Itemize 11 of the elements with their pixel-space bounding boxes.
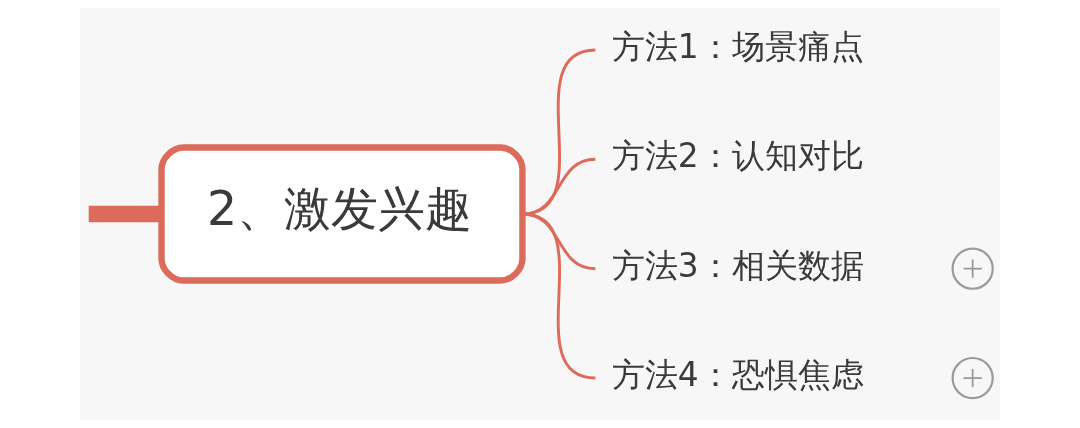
connector xyxy=(522,212,596,380)
node-text: 方法1：场景痛点 xyxy=(611,27,864,66)
node-circle xyxy=(951,247,994,290)
node-circle xyxy=(951,356,994,400)
node-box: 2、激发兴趣 xyxy=(158,144,526,284)
node-text: 方法2：认知对比 xyxy=(611,137,864,176)
connector xyxy=(522,48,596,216)
connector xyxy=(522,157,596,216)
node-text: 方法3：相关数据 xyxy=(611,246,864,285)
connector xyxy=(88,205,162,223)
node-text: 方法4：恐惧焦虑 xyxy=(611,356,864,395)
